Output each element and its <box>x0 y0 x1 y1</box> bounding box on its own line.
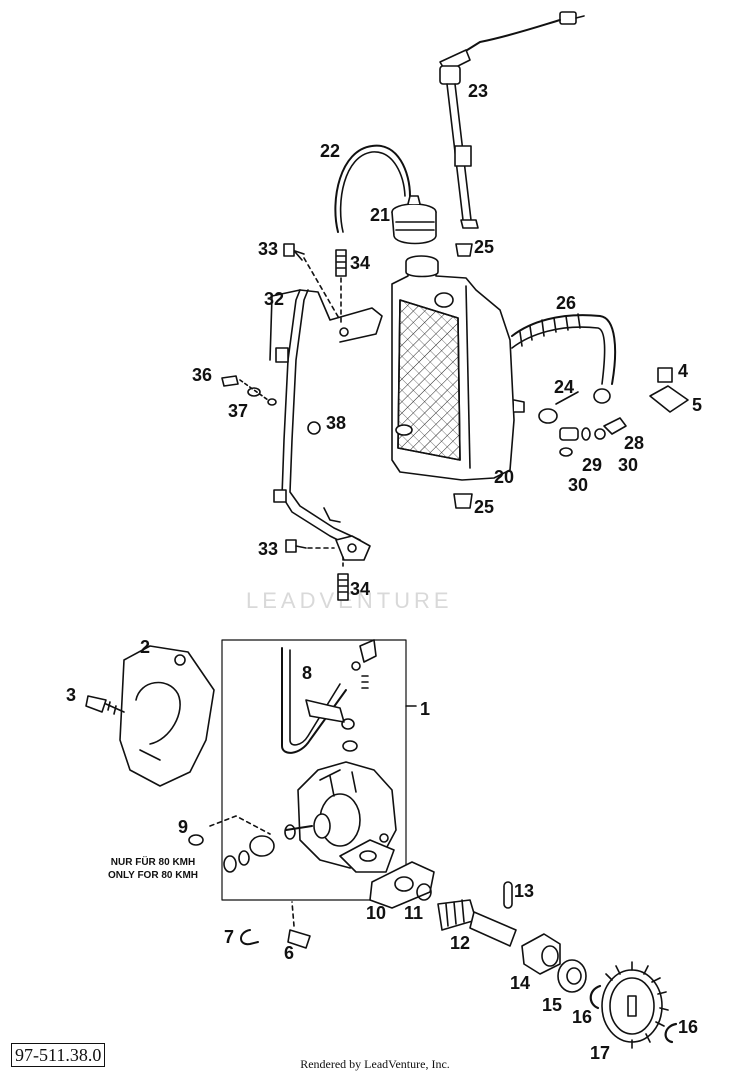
worm-shaft <box>437 899 517 947</box>
pump-cover <box>119 645 215 787</box>
banjo-fitting <box>559 427 579 441</box>
o-ring-11 <box>416 883 432 901</box>
callout-5: 5 <box>692 395 703 415</box>
callout-32: 32 <box>264 289 285 309</box>
nut-38 <box>307 421 321 435</box>
tank-cap <box>391 195 437 245</box>
drive-gear-17 <box>601 961 669 1049</box>
callout-17: 17 <box>590 1043 611 1063</box>
callout-15: 15 <box>542 995 563 1015</box>
callout-38: 38 <box>326 413 347 433</box>
banjo-bolt <box>603 417 627 435</box>
speed-note-de: NUR FÜR 80 KMH <box>110 857 196 868</box>
callout-10: 10 <box>366 903 387 923</box>
hose-clamp-upper <box>593 388 611 404</box>
callout-30a: 30 <box>618 455 639 475</box>
callout-33a: 33 <box>258 239 279 259</box>
callout-13: 13 <box>514 881 535 901</box>
callout-34a: 34 <box>350 253 371 273</box>
rubber-mount-5 <box>649 385 689 413</box>
oil-level-sensor <box>439 11 585 229</box>
screw-6 <box>287 929 311 949</box>
callout-28: 28 <box>624 433 645 453</box>
callout-21: 21 <box>370 205 391 225</box>
callout-29: 29 <box>582 455 603 475</box>
callout-2: 2 <box>140 637 151 657</box>
callout-34b: 34 <box>350 579 371 599</box>
callout-37: 37 <box>228 401 249 421</box>
callout-11: 11 <box>404 903 424 923</box>
callout-16a: 16 <box>572 1007 593 1027</box>
oil-tank <box>391 255 525 481</box>
vent-hose <box>334 144 411 233</box>
pin-13 <box>503 881 513 909</box>
circlip-16b <box>664 1022 678 1044</box>
oil-pump <box>297 761 397 873</box>
bearing-15 <box>557 959 587 993</box>
callout-33b: 33 <box>258 539 279 559</box>
callout-30b: 30 <box>568 475 589 495</box>
callout-7: 7 <box>224 927 235 947</box>
callout-8: 8 <box>302 663 313 683</box>
callout-14: 14 <box>510 973 531 993</box>
callout-3: 3 <box>66 685 77 705</box>
callout-9: 9 <box>178 817 189 837</box>
screw-3 <box>85 695 107 713</box>
callout-12: 12 <box>450 933 471 953</box>
callout-36: 36 <box>192 365 213 385</box>
washer-9 <box>188 834 204 846</box>
grommet-top <box>455 243 473 257</box>
tank-bracket <box>269 289 383 561</box>
callout-20: 20 <box>494 467 515 487</box>
sleeve-14 <box>521 933 561 975</box>
cap-4 <box>657 367 673 383</box>
clip-7 <box>240 929 259 946</box>
screw-34-bottom <box>337 573 349 601</box>
callout-24: 24 <box>554 377 575 397</box>
callout-23: 23 <box>468 81 489 101</box>
callout-4: 4 <box>678 361 689 381</box>
circlip-16a <box>589 984 602 1010</box>
washer-37 <box>247 387 261 397</box>
callout-16b: 16 <box>678 1017 699 1037</box>
callout-25a: 25 <box>474 237 495 257</box>
bolt-33-bottom <box>285 539 297 553</box>
footer-credit: Rendered by LeadVenture, Inc. <box>300 1057 450 1071</box>
callout-25b: 25 <box>474 497 495 517</box>
speed-note-en: ONLY FOR 80 KMH <box>107 869 199 881</box>
grommet-bottom <box>453 493 473 509</box>
screw-34-top <box>335 249 347 277</box>
callout-22: 22 <box>320 141 341 161</box>
callout-6: 6 <box>284 943 295 963</box>
oil-pipe <box>281 647 347 754</box>
callout-1: 1 <box>420 699 431 719</box>
reference-number: 97-511.38.0 <box>11 1043 106 1067</box>
screw-36 <box>221 375 239 387</box>
pump-assembly-frame <box>221 639 407 901</box>
speed-note: NUR FÜR 80 KMH ONLY FOR 80 KMH <box>100 857 206 882</box>
callout-26: 26 <box>556 293 577 313</box>
oil-hose <box>511 314 617 385</box>
hose-clamp-lower <box>538 408 558 424</box>
